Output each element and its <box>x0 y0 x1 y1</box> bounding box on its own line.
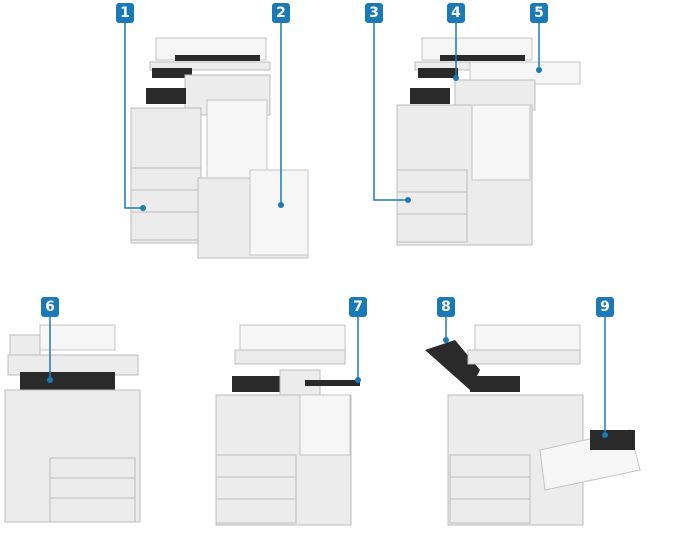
printer-with-inner-finisher <box>4 324 141 523</box>
printer-with-staple-finisher <box>215 324 360 526</box>
printer-with-inner-tray <box>396 37 581 246</box>
callout-badge-6: 6 <box>41 297 59 317</box>
callout-badge-3: 3 <box>365 3 383 23</box>
printer-with-booklet-finisher <box>425 324 641 526</box>
callout-badge-5: 5 <box>530 3 548 23</box>
callout-lines <box>47 23 608 438</box>
callout-badge-4: 4 <box>447 3 465 23</box>
callout-badge-1: 1 <box>116 3 134 23</box>
callout-badge-2: 2 <box>272 3 290 23</box>
callout-badge-8: 8 <box>437 297 455 317</box>
printer-with-paper-deck <box>130 37 309 259</box>
callout-badge-7: 7 <box>349 297 367 317</box>
callout-badge-9: 9 <box>596 297 614 317</box>
